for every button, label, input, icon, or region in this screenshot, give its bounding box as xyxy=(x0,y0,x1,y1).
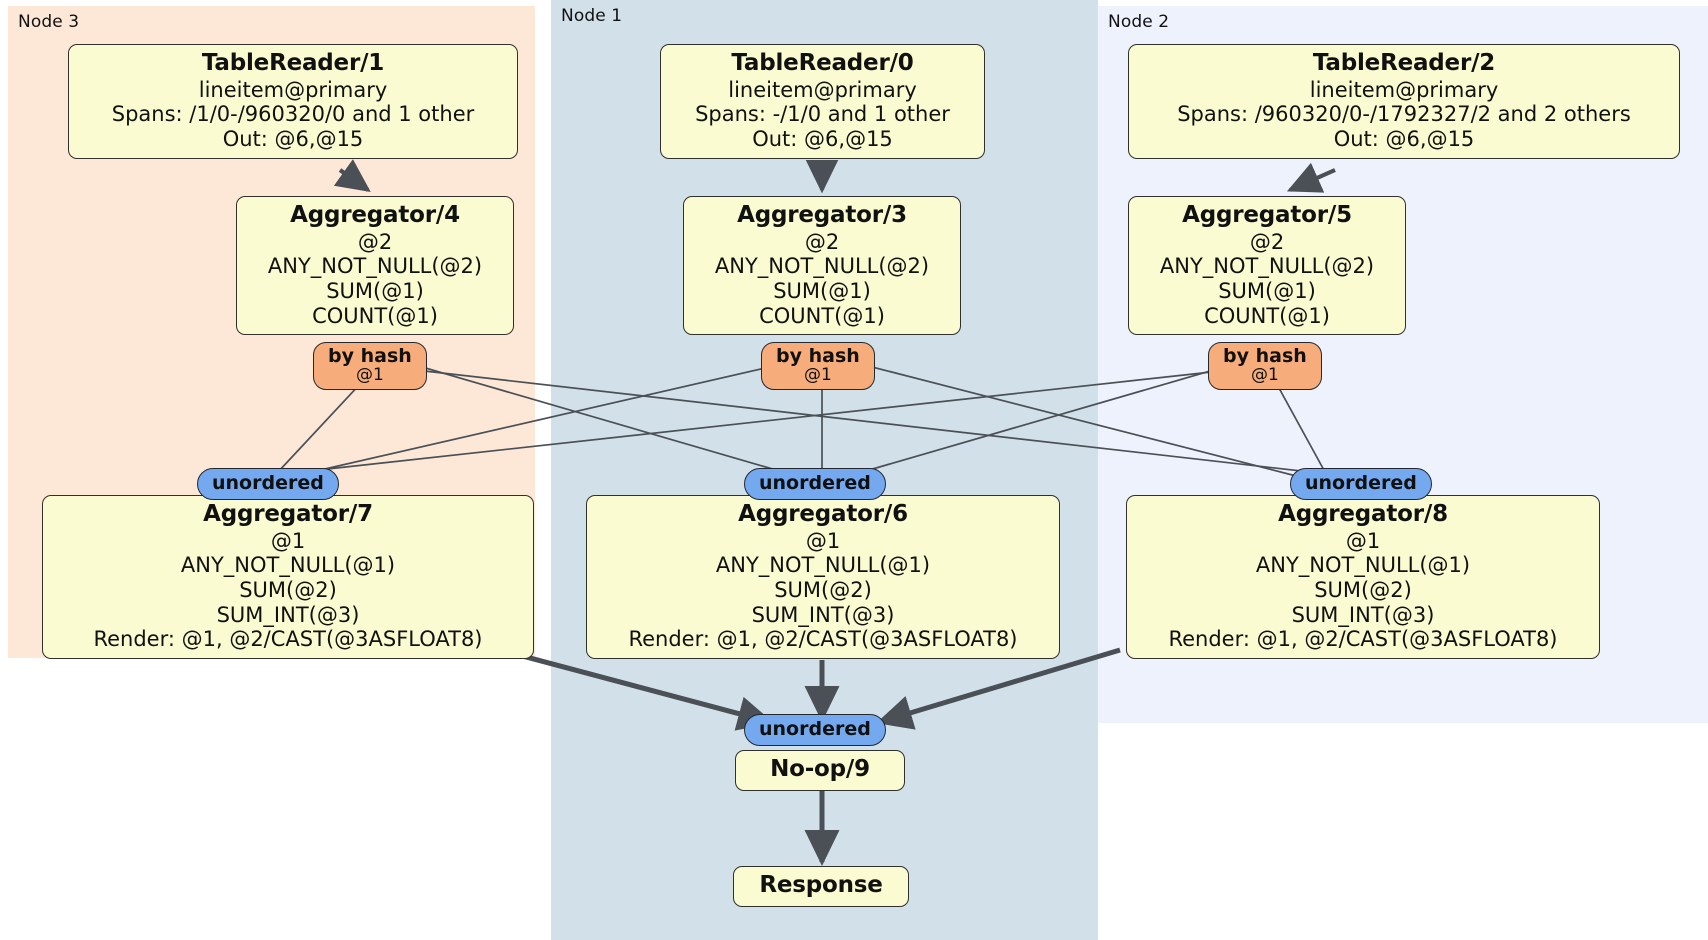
processor-aggregator-8[interactable]: Aggregator/8 @1 ANY_NOT_NULL(@1) SUM(@2)… xyxy=(1126,495,1600,659)
processor-aggregator-5[interactable]: Aggregator/5 @2 ANY_NOT_NULL(@2) SUM(@1)… xyxy=(1128,196,1406,336)
processor-aggregator-4[interactable]: Aggregator/4 @2 ANY_NOT_NULL(@2) SUM(@1)… xyxy=(236,196,514,336)
processor-line: @2 xyxy=(357,229,393,254)
badge-label: by hash xyxy=(1223,345,1307,367)
processor-line: ANY_NOT_NULL(@2) xyxy=(1159,254,1375,279)
badge-unordered-final[interactable]: unordered xyxy=(744,714,886,746)
processor-line: lineitem@primary xyxy=(198,77,388,102)
node-label-node1: Node 1 xyxy=(561,6,623,26)
processor-line: ANY_NOT_NULL(@2) xyxy=(714,254,930,279)
processor-line: ANY_NOT_NULL(@2) xyxy=(267,254,483,279)
processor-line: SUM(@1) xyxy=(1218,279,1316,304)
processor-title: TableReader/0 xyxy=(731,50,914,76)
processor-line: Spans: -/1/0 and 1 other xyxy=(695,102,950,127)
badge-column: @1 xyxy=(355,364,384,385)
processor-line: SUM_INT(@3) xyxy=(216,602,360,627)
processor-line: Out: @6,@15 xyxy=(222,127,364,152)
processor-noop-9[interactable]: No-op/9 xyxy=(735,750,905,791)
processor-line: Out: @6,@15 xyxy=(1333,127,1475,152)
processor-line: Spans: /960320/0-/1792327/2 and 2 others xyxy=(1177,102,1631,127)
processor-line: SUM(@2) xyxy=(774,578,872,603)
processor-title: Response xyxy=(759,872,883,898)
processor-line: SUM(@2) xyxy=(1314,578,1412,603)
processor-line: Out: @6,@15 xyxy=(752,127,893,152)
processor-aggregator-7[interactable]: Aggregator/7 @1 ANY_NOT_NULL(@1) SUM(@2)… xyxy=(42,495,534,659)
processor-line: Spans: /1/0-/960320/0 and 1 other xyxy=(111,102,475,127)
processor-line: @1 xyxy=(805,528,841,553)
badge-unordered-center[interactable]: unordered xyxy=(744,468,886,500)
processor-title: No-op/9 xyxy=(770,756,870,782)
processor-response[interactable]: Response xyxy=(733,866,909,907)
processor-line: SUM(@1) xyxy=(773,279,871,304)
node-label-node2: Node 2 xyxy=(1108,12,1170,32)
processor-line: @1 xyxy=(270,528,306,553)
processor-title: Aggregator/5 xyxy=(1182,202,1352,228)
processor-title: TableReader/1 xyxy=(201,50,385,76)
badge-column: @1 xyxy=(1250,364,1279,385)
processor-line: ANY_NOT_NULL(@1) xyxy=(715,553,931,578)
processor-line: SUM(@2) xyxy=(239,578,337,603)
processor-line: @2 xyxy=(804,229,840,254)
processor-title: Aggregator/8 xyxy=(1278,501,1448,527)
node-label-node3: Node 3 xyxy=(18,12,80,32)
processor-table-reader-2[interactable]: TableReader/2 lineitem@primary Spans: /9… xyxy=(1128,44,1680,159)
processor-line: ANY_NOT_NULL(@1) xyxy=(180,553,396,578)
processor-line: @2 xyxy=(1249,229,1285,254)
processor-line: SUM_INT(@3) xyxy=(751,602,895,627)
processor-aggregator-6[interactable]: Aggregator/6 @1 ANY_NOT_NULL(@1) SUM(@2)… xyxy=(586,495,1060,659)
processor-title: Aggregator/7 xyxy=(203,501,373,527)
badge-label: by hash xyxy=(328,345,412,367)
badge-hash-left[interactable]: by hash @1 xyxy=(313,342,427,390)
processor-line: ANY_NOT_NULL(@1) xyxy=(1255,553,1471,578)
processor-line: COUNT(@1) xyxy=(759,303,885,328)
processor-table-reader-0[interactable]: TableReader/0 lineitem@primary Spans: -/… xyxy=(660,44,985,159)
processor-line: COUNT(@1) xyxy=(312,303,438,328)
processor-aggregator-3[interactable]: Aggregator/3 @2 ANY_NOT_NULL(@2) SUM(@1)… xyxy=(683,196,961,336)
processor-title: TableReader/2 xyxy=(1312,50,1496,76)
badge-column: @1 xyxy=(803,364,832,385)
processor-line: Render: @1, @2/CAST(@3ASFLOAT8) xyxy=(628,627,1018,652)
processor-table-reader-1[interactable]: TableReader/1 lineitem@primary Spans: /1… xyxy=(68,44,518,159)
badge-label: by hash xyxy=(776,345,860,367)
processor-line: Render: @1, @2/CAST(@3ASFLOAT8) xyxy=(1168,627,1558,652)
processor-title: Aggregator/3 xyxy=(737,202,907,228)
badge-unordered-right[interactable]: unordered xyxy=(1290,468,1432,500)
processor-line: @1 xyxy=(1345,528,1381,553)
processor-line: lineitem@primary xyxy=(1309,77,1499,102)
processor-line: Render: @1, @2/CAST(@3ASFLOAT8) xyxy=(93,627,483,652)
badge-hash-right[interactable]: by hash @1 xyxy=(1208,342,1322,390)
processor-line: lineitem@primary xyxy=(728,77,917,102)
badge-unordered-left[interactable]: unordered xyxy=(197,468,339,500)
processor-title: Aggregator/4 xyxy=(290,202,460,228)
processor-line: SUM_INT(@3) xyxy=(1291,602,1435,627)
processor-title: Aggregator/6 xyxy=(738,501,908,527)
processor-line: COUNT(@1) xyxy=(1204,303,1330,328)
badge-hash-center[interactable]: by hash @1 xyxy=(761,342,875,390)
processor-line: SUM(@1) xyxy=(326,279,424,304)
